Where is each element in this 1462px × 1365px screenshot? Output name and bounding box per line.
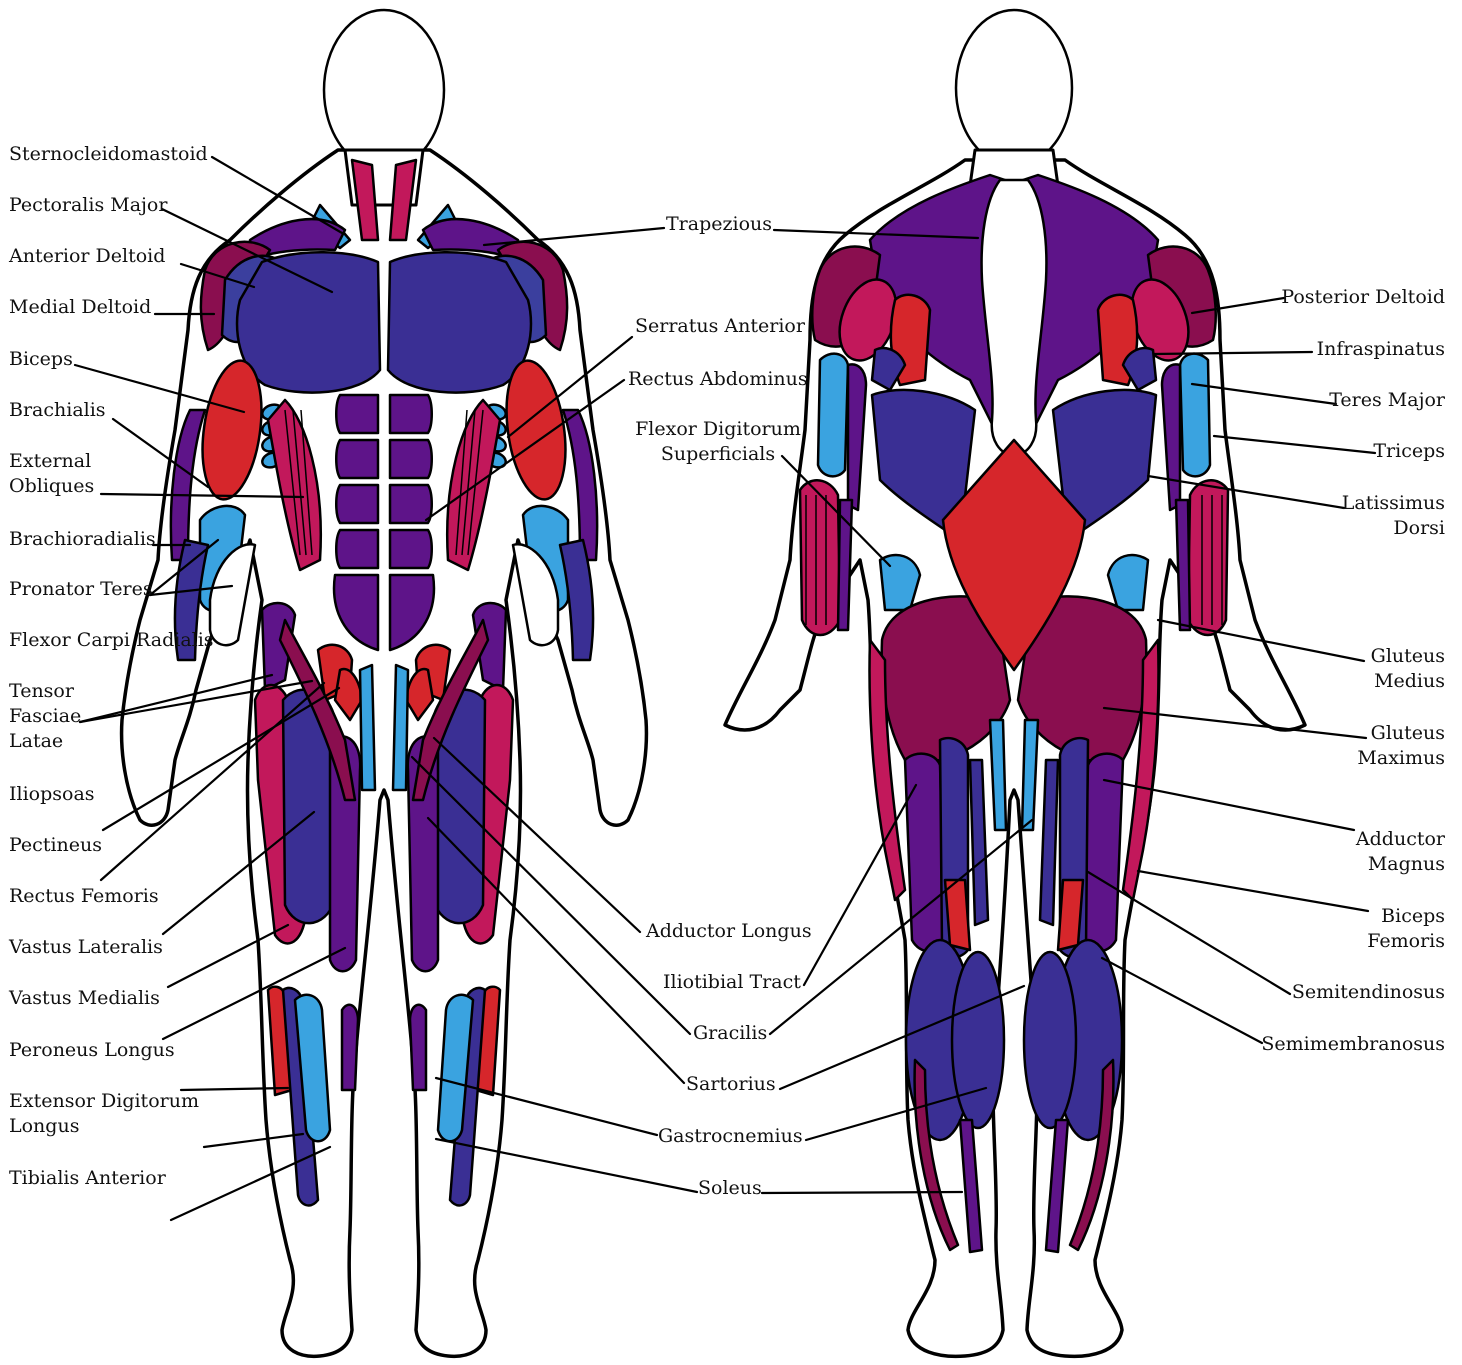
label-sartorius: Sartorius xyxy=(686,1072,776,1097)
label-anterior-deltoid: Anterior Deltoid xyxy=(9,244,165,269)
label-rectus-femoris: Rectus Femoris xyxy=(9,884,159,909)
label-extensor-digitorum-longus: Extensor Digitorum Longus xyxy=(9,1089,199,1139)
gastrocnemius-medial-muscle xyxy=(952,952,1004,1128)
rectus-abdominus-segment xyxy=(390,395,432,433)
label-gracilis: Gracilis xyxy=(693,1021,767,1046)
pectoralis-major-muscle xyxy=(388,252,531,392)
label-tibialis-anterior: Tibialis Anterior xyxy=(9,1166,166,1191)
leader-soleus-b xyxy=(762,1192,962,1193)
label-tensor-fasciae-latae: Tensor Fasciae Latae xyxy=(9,679,81,754)
label-medial-deltoid: Medial Deltoid xyxy=(9,295,151,320)
mirrored-half xyxy=(388,160,597,1205)
rectus-abdominus-segment xyxy=(336,440,378,478)
popliteus-red-muscle xyxy=(1058,880,1083,950)
back-view-figure xyxy=(725,10,1305,1356)
label-gluteus-maximus: Gluteus Maximus xyxy=(1357,721,1445,771)
label-vastus-lateralis: Vastus Lateralis xyxy=(9,935,163,960)
label-flexor-carpi-radialis: Flexor Carpi Radialis xyxy=(9,628,214,653)
back-head xyxy=(956,10,1072,166)
label-iliotibial-tract: Iliotibial Tract xyxy=(663,970,801,995)
label-serratus-anterior: Serratus Anterior xyxy=(635,314,805,339)
label-infraspinatus: Infraspinatus xyxy=(1317,337,1445,362)
label-iliopsoas: Iliopsoas xyxy=(9,782,95,807)
label-pronator-teres: Pronator Teres xyxy=(9,577,153,602)
gastrocnemius-medial-muscle xyxy=(1024,952,1076,1128)
label-teres-major: Teres Major xyxy=(1329,388,1445,413)
soleus-front-muscle xyxy=(342,1005,358,1090)
triceps-muscle xyxy=(818,354,848,477)
label-biceps: Biceps xyxy=(9,347,73,372)
label-gastrocnemius: Gastrocnemius xyxy=(658,1124,803,1149)
label-pectineus: Pectineus xyxy=(9,833,102,858)
label-semitendinosus: Semitendinosus xyxy=(1292,980,1445,1005)
label-triceps: Triceps xyxy=(1373,439,1445,464)
rectus-abdominus-segment xyxy=(336,395,378,433)
label-semimembranosus: Semimembranosus xyxy=(1261,1032,1445,1057)
label-rectus-abdominus: Rectus Abdominus xyxy=(628,367,808,392)
label-sternocleidomastoid: Sternocleidomastoid xyxy=(9,142,208,167)
adductor-longus-muscle xyxy=(393,665,408,790)
rectus-abdominus-segment xyxy=(336,530,378,568)
label-flexor-digitorum-superficials: Flexor Digitorum Superficials xyxy=(630,417,806,467)
spine-strip xyxy=(982,180,1047,455)
triceps-muscle xyxy=(1180,354,1210,477)
label-adductor-magnus: Adductor Magnus xyxy=(1356,827,1445,877)
label-latissimus-dorsi: Latissimus Dorsi xyxy=(1342,491,1445,541)
leader-triceps xyxy=(1214,436,1375,453)
label-vastus-medialis: Vastus Medialis xyxy=(9,986,160,1011)
label-brachioradialis: Brachioradialis xyxy=(9,527,156,552)
front-body-silhouette xyxy=(122,150,647,1356)
label-gluteus-medius: Gluteus Medius xyxy=(1371,644,1445,694)
label-adductor-longus: Adductor Longus xyxy=(646,919,812,944)
label-biceps-femoris: Biceps Femoris xyxy=(1367,904,1445,954)
front-head xyxy=(324,10,444,170)
rectus-abdominus-segment xyxy=(336,485,378,523)
adductor-longus-muscle xyxy=(360,665,375,790)
label-trapezious: Trapezious xyxy=(666,212,772,237)
label-soleus: Soleus xyxy=(698,1176,762,1201)
biceps-femoris-muscle xyxy=(905,754,945,952)
label-posterior-deltoid: Posterior Deltoid xyxy=(1281,285,1445,310)
front-view-figure xyxy=(122,10,647,1356)
leader-semimembranosus xyxy=(1102,958,1262,1043)
label-external-obliques: External Obliques xyxy=(9,449,94,499)
leader-biceps-femoris xyxy=(1138,871,1368,911)
pectoralis-major-muscle xyxy=(237,252,380,392)
label-brachialis: Brachialis xyxy=(9,398,106,423)
rectus-abdominus-segment xyxy=(390,440,432,478)
label-peroneus-longus: Peroneus Longus xyxy=(9,1038,175,1063)
soleus-front-muscle xyxy=(410,1005,426,1090)
forearm-extensor-muscle xyxy=(1176,500,1190,630)
rectus-abdominus-segment xyxy=(390,485,432,523)
label-pectoralis-major: Pectoralis Major xyxy=(9,193,167,218)
rectus-abdominus-segment xyxy=(390,530,432,568)
popliteus-red-muscle xyxy=(945,880,970,950)
